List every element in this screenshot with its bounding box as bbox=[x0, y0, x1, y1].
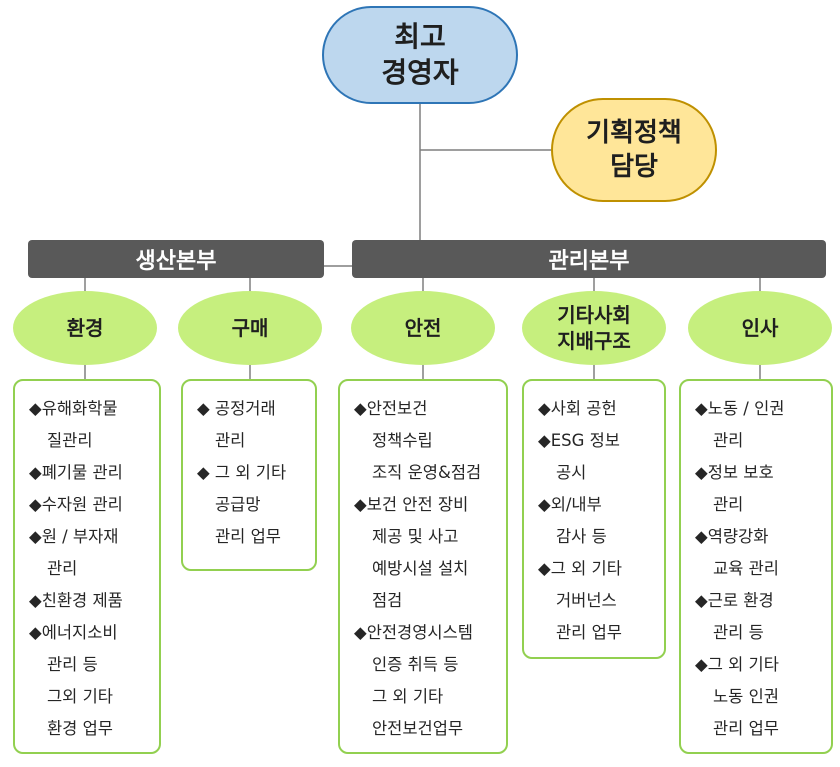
duty-item: ◆노동 / 인권 bbox=[695, 399, 785, 418]
planning-line: 기획정책 bbox=[586, 118, 682, 148]
duty-item: ◆수자원 관리 bbox=[29, 495, 123, 514]
dept-governance: 기타사회 지배구조 bbox=[522, 291, 666, 365]
dept-label: 안전 bbox=[404, 316, 442, 340]
duty-item: ◆안전보건 bbox=[354, 399, 428, 418]
dept-safety: 안전 bbox=[351, 291, 495, 365]
duty-line: 관리 bbox=[47, 559, 78, 578]
duty-line: 관리 등 bbox=[713, 623, 764, 642]
dept-label: 지배구조 bbox=[557, 329, 631, 353]
duty-line: 관리 bbox=[713, 431, 744, 450]
planning-line: 담당 bbox=[610, 152, 658, 182]
planning-node: 기획정책 담당 bbox=[551, 98, 717, 202]
division-production: 생산본부 bbox=[28, 240, 324, 278]
duty-line: 안전보건업무 bbox=[372, 719, 464, 738]
duty-item: ◆그 외 기타 bbox=[538, 559, 622, 578]
duty-line: 점검 bbox=[372, 591, 403, 610]
duty-line: 질관리 bbox=[47, 431, 93, 450]
duty-item: ◆근로 환경 bbox=[695, 591, 774, 610]
duty-line: 환경 업무 bbox=[47, 719, 113, 738]
duty-item: ◆원 / 부자재 bbox=[29, 527, 119, 546]
duty-item: ◆안전경영시스템 bbox=[354, 623, 473, 642]
duty-item: ◆친환경 제품 bbox=[29, 591, 123, 610]
duty-line: 거버넌스 bbox=[556, 591, 617, 610]
duty-line: 관리 bbox=[215, 431, 246, 450]
duty-line: 정책수립 bbox=[372, 431, 433, 450]
dept-purchasing: 구매 bbox=[178, 291, 322, 365]
duty-line: 공시 bbox=[556, 463, 587, 482]
dept-label: 인사 bbox=[741, 316, 779, 340]
duty-line: 그외 기타 bbox=[47, 687, 113, 706]
ceo-node: 최고 경영자 bbox=[322, 6, 518, 104]
duty-item: ◆역량강화 bbox=[695, 527, 769, 546]
dept-label: 구매 bbox=[231, 316, 269, 340]
duty-line: 그 외 기타 bbox=[372, 687, 444, 706]
dept-label: 환경 bbox=[66, 316, 104, 340]
duty-item: ◆폐기물 관리 bbox=[29, 463, 123, 482]
dept-label: 기타사회 bbox=[557, 303, 631, 327]
duty-line: 관리 bbox=[713, 495, 744, 514]
ceo-line: 최고 bbox=[394, 20, 446, 53]
duty-line: 감사 등 bbox=[556, 527, 607, 546]
duty-line: 예방시설 설치 bbox=[372, 559, 469, 578]
duty-line: 교육 관리 bbox=[713, 559, 779, 578]
ceo-line: 경영자 bbox=[381, 56, 459, 89]
dept-hr: 인사 bbox=[688, 291, 832, 365]
duty-line: 관리 업무 bbox=[215, 527, 281, 546]
duty-line: 조직 운영&점검 bbox=[372, 463, 482, 482]
duty-line: 관리 업무 bbox=[556, 623, 622, 642]
duty-line: 공급망 bbox=[215, 495, 261, 514]
duty-line: 제공 및 사고 bbox=[372, 527, 459, 546]
duty-line: 관리 등 bbox=[47, 655, 98, 674]
duty-item: ◆ 그 외 기타 bbox=[197, 463, 287, 482]
duty-line: 관리 업무 bbox=[713, 719, 779, 738]
duty-item: ◆유해화학물 bbox=[29, 399, 118, 418]
duty-item: ◆외/내부 bbox=[538, 495, 602, 514]
duty-item: ◆보건 안전 장비 bbox=[354, 495, 469, 514]
division-management: 관리본부 bbox=[352, 240, 826, 278]
dept-environment: 환경 bbox=[13, 291, 157, 365]
duty-item: ◆그 외 기타 bbox=[695, 655, 779, 674]
duty-item: ◆사회 공헌 bbox=[538, 399, 617, 418]
duty-line: 노동 인권 bbox=[713, 687, 779, 706]
duty-item: ◆정보 보호 bbox=[695, 463, 774, 482]
duty-item: ◆ 공정거래 bbox=[197, 399, 276, 418]
duty-item: ◆에너지소비 bbox=[29, 623, 118, 642]
duty-line: 인증 취득 등 bbox=[372, 655, 459, 674]
duty-item: ◆ESG 정보 bbox=[538, 431, 620, 450]
